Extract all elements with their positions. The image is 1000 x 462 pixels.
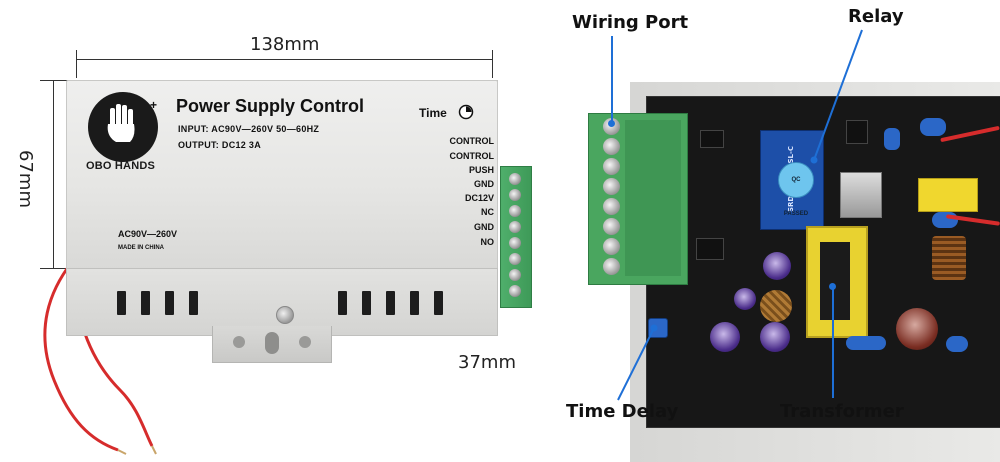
electrolytic-capacitor (760, 322, 790, 352)
wiring-port-screw[interactable] (603, 218, 620, 235)
vent-slot (141, 291, 150, 315)
mounting-bracket (212, 326, 332, 363)
yellow-capacitor (918, 178, 978, 212)
ceramic-capacitor (884, 128, 900, 150)
inductor-coil (760, 290, 792, 322)
input-spec: INPUT: AC90V—260V 50—60HZ (178, 124, 320, 134)
electrolytic-capacitor (734, 288, 756, 310)
hand-icon (107, 104, 135, 142)
product-title: Power Supply Control (176, 96, 365, 116)
vent-slot (410, 291, 419, 315)
annotation-time-delay: Time Delay (566, 401, 679, 422)
electrolytic-capacitor (710, 322, 740, 352)
ceramic-capacitor (946, 336, 968, 352)
vent-slot (165, 291, 174, 315)
wiring-port-screw[interactable] (603, 158, 620, 175)
ic-chip (846, 120, 868, 144)
annotation-relay: Relay (848, 6, 904, 27)
terminal-screw[interactable] (509, 189, 521, 201)
ceramic-capacitor (846, 336, 886, 350)
screw-icon (276, 306, 294, 324)
wiring-port-screw[interactable] (603, 198, 620, 215)
wiring-port-screw[interactable] (603, 258, 620, 275)
terminal-screw[interactable] (509, 205, 521, 217)
time-label: Time (419, 106, 447, 120)
height-dimension-label: 67mm (15, 150, 36, 208)
annotation-line (611, 36, 613, 122)
width-dimension-tick-right (492, 50, 493, 78)
terminal-label: PUSH (468, 165, 494, 175)
vent-slot (189, 291, 198, 315)
terminal-label: GND (474, 179, 494, 189)
electrolytic-capacitor (763, 252, 791, 280)
width-dimension-label: 138mm (250, 34, 320, 55)
electrolytic-capacitor (896, 308, 938, 350)
depth-dimension-label: 37mm (458, 352, 516, 373)
ceramic-capacitor (920, 118, 946, 136)
terminal-label: GND (474, 222, 494, 232)
terminal-block (500, 166, 532, 308)
bracket-hole (299, 336, 311, 348)
vent-slot (386, 291, 395, 315)
width-dimension-tick-left (76, 50, 77, 78)
potentiometer-housing (840, 172, 882, 218)
annotation-dot (829, 283, 836, 290)
terminal-screw[interactable] (509, 237, 521, 249)
vent-slot (362, 291, 371, 315)
height-dimension-line (53, 80, 54, 268)
terminal-screw[interactable] (509, 269, 521, 281)
annotation-line (617, 324, 658, 401)
annotation-dot (608, 120, 615, 127)
ic-chip (696, 238, 724, 260)
vent-slot (117, 291, 126, 315)
ic-chip (700, 130, 724, 148)
annotation-transformer: Transformer (780, 401, 904, 422)
terminal-label: DC12V (464, 193, 494, 203)
width-dimension-line (76, 59, 492, 60)
qc-sticker: QC PASSED (778, 162, 814, 217)
annotation-wiring-port: Wiring Port (572, 12, 689, 33)
wiring-port-screw[interactable] (603, 238, 620, 255)
height-dimension-tick-top (40, 80, 70, 81)
enclosure-bottom-panel (66, 268, 498, 336)
terminal-label: NC (481, 207, 494, 217)
brand-name: OBO HANDS (86, 160, 156, 172)
wiring-port-screw[interactable] (603, 178, 620, 195)
bracket-hole (233, 336, 245, 348)
terminal-label: NO (480, 237, 495, 247)
vent-slot (338, 291, 347, 315)
annotation-line (810, 29, 863, 164)
inductor-coil (932, 236, 966, 280)
terminal-screw[interactable] (509, 285, 521, 297)
terminal-label: CONTROL (449, 136, 495, 146)
transformer-core (820, 242, 850, 320)
terminal-screw[interactable] (509, 173, 521, 185)
height-dimension-tick-bottom (40, 268, 70, 269)
terminal-screw[interactable] (509, 221, 521, 233)
made-in-label: MADE IN CHINA (118, 245, 164, 251)
wiring-port-housing (625, 120, 681, 276)
terminal-screw[interactable] (509, 253, 521, 265)
annotation-line (832, 286, 834, 398)
vent-slot (434, 291, 443, 315)
time-knob-icon[interactable] (458, 104, 474, 120)
transformer-component (806, 226, 868, 338)
time-delay-potentiometer[interactable] (648, 318, 668, 338)
voltage-label: AC90V—260V (118, 229, 178, 239)
wiring-port-screw[interactable] (603, 138, 620, 155)
plus-icon: + (150, 98, 158, 112)
output-spec: OUTPUT: DC12 3A (178, 140, 262, 150)
terminal-label: CONTROL (449, 151, 495, 161)
keyhole-slot (265, 332, 279, 354)
